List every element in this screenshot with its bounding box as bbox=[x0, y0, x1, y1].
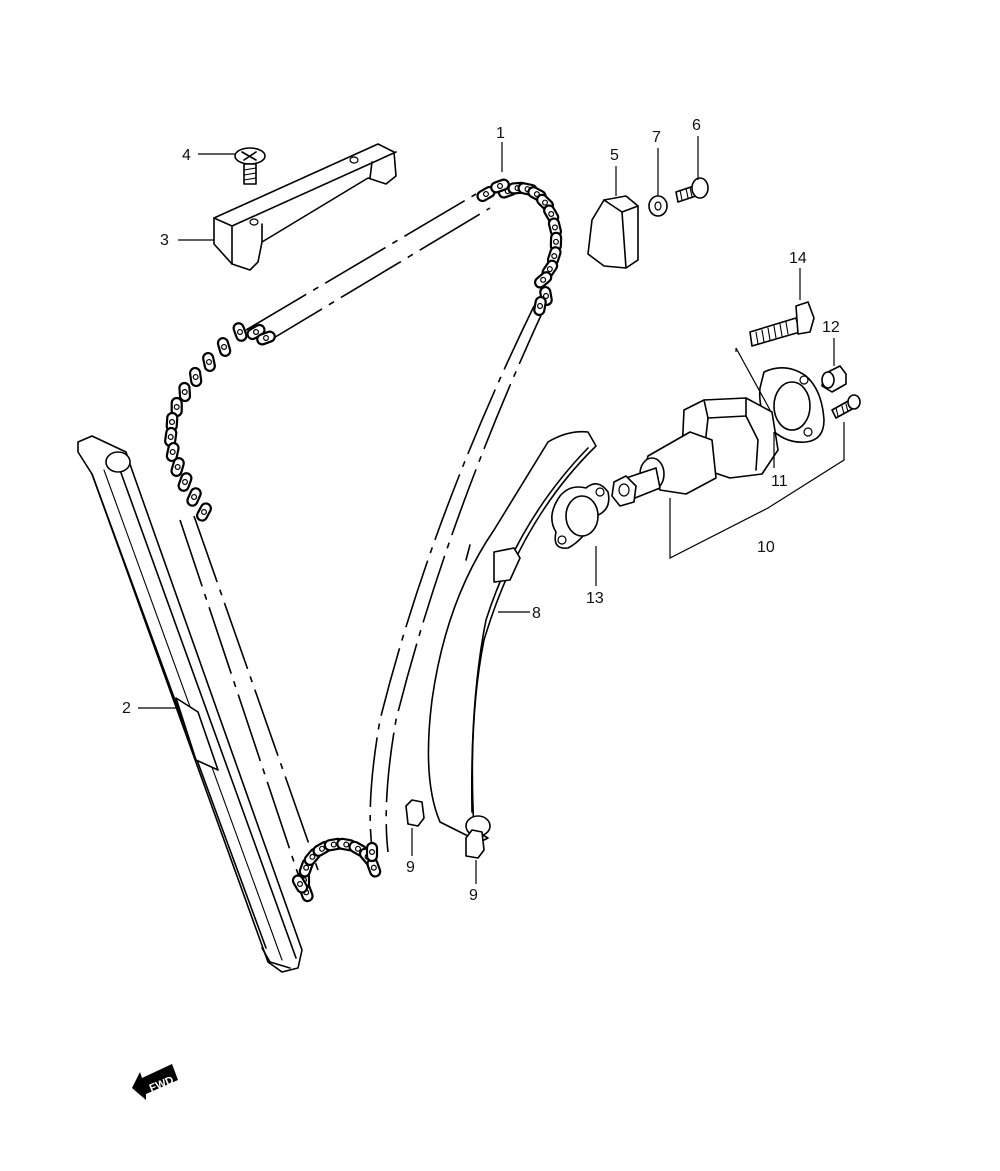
dowel-pin-upper bbox=[405, 799, 425, 827]
chain-guide-top bbox=[213, 143, 397, 271]
cap bbox=[587, 195, 639, 269]
callout-5: 5 bbox=[610, 147, 619, 164]
bolt-small-6 bbox=[675, 177, 709, 203]
tensioner-gasket bbox=[758, 367, 825, 444]
chain-link bbox=[232, 322, 248, 342]
chain-link bbox=[188, 366, 203, 388]
chain-link bbox=[202, 351, 216, 373]
callout-9-upper: 9 bbox=[406, 859, 415, 876]
callout-2: 2 bbox=[122, 700, 131, 717]
chain-link bbox=[490, 178, 510, 194]
callout-10: 10 bbox=[757, 539, 775, 556]
callout-14: 14 bbox=[789, 250, 807, 267]
chain-link bbox=[291, 874, 309, 894]
dowel-pin-lower bbox=[465, 829, 485, 859]
chain-link bbox=[533, 295, 547, 317]
callout-9-lower: 9 bbox=[469, 887, 478, 904]
callout-7: 7 bbox=[652, 129, 661, 146]
chain-link bbox=[178, 381, 192, 403]
chain-link bbox=[533, 271, 553, 289]
callout-8: 8 bbox=[532, 605, 541, 622]
screw-tensioner-cap bbox=[831, 394, 861, 419]
bolt-long-14 bbox=[749, 301, 815, 347]
fwd-arrow-icon: FWD bbox=[132, 1064, 178, 1100]
chain-link bbox=[170, 457, 185, 477]
leader-lines bbox=[138, 136, 845, 884]
chain-link bbox=[186, 487, 202, 507]
callout-labels: 1 2 3 4 5 6 7 8 9 9 10 11 12 13 14 bbox=[122, 117, 840, 904]
screw-guide-bolt bbox=[234, 147, 266, 185]
tensioner-gasket-13 bbox=[551, 483, 610, 549]
cam-chain bbox=[164, 178, 563, 903]
callout-1: 1 bbox=[496, 125, 505, 142]
chain-link bbox=[216, 337, 232, 357]
washer bbox=[648, 195, 668, 217]
callout-12: 12 bbox=[822, 319, 840, 336]
chain-link bbox=[256, 330, 276, 346]
chain-guide-left bbox=[77, 435, 303, 973]
chain-link bbox=[177, 472, 193, 492]
chain-link bbox=[165, 441, 180, 463]
callout-3: 3 bbox=[160, 232, 169, 249]
callout-4: 4 bbox=[182, 147, 191, 164]
chain-tensioner-body bbox=[611, 397, 779, 507]
plug-12 bbox=[821, 365, 847, 393]
chain-link bbox=[365, 841, 379, 863]
chain-link bbox=[196, 502, 212, 522]
callout-11: 11 bbox=[771, 473, 788, 490]
chain-link bbox=[164, 426, 178, 448]
callout-13: 13 bbox=[586, 590, 604, 607]
callout-6: 6 bbox=[692, 117, 701, 134]
